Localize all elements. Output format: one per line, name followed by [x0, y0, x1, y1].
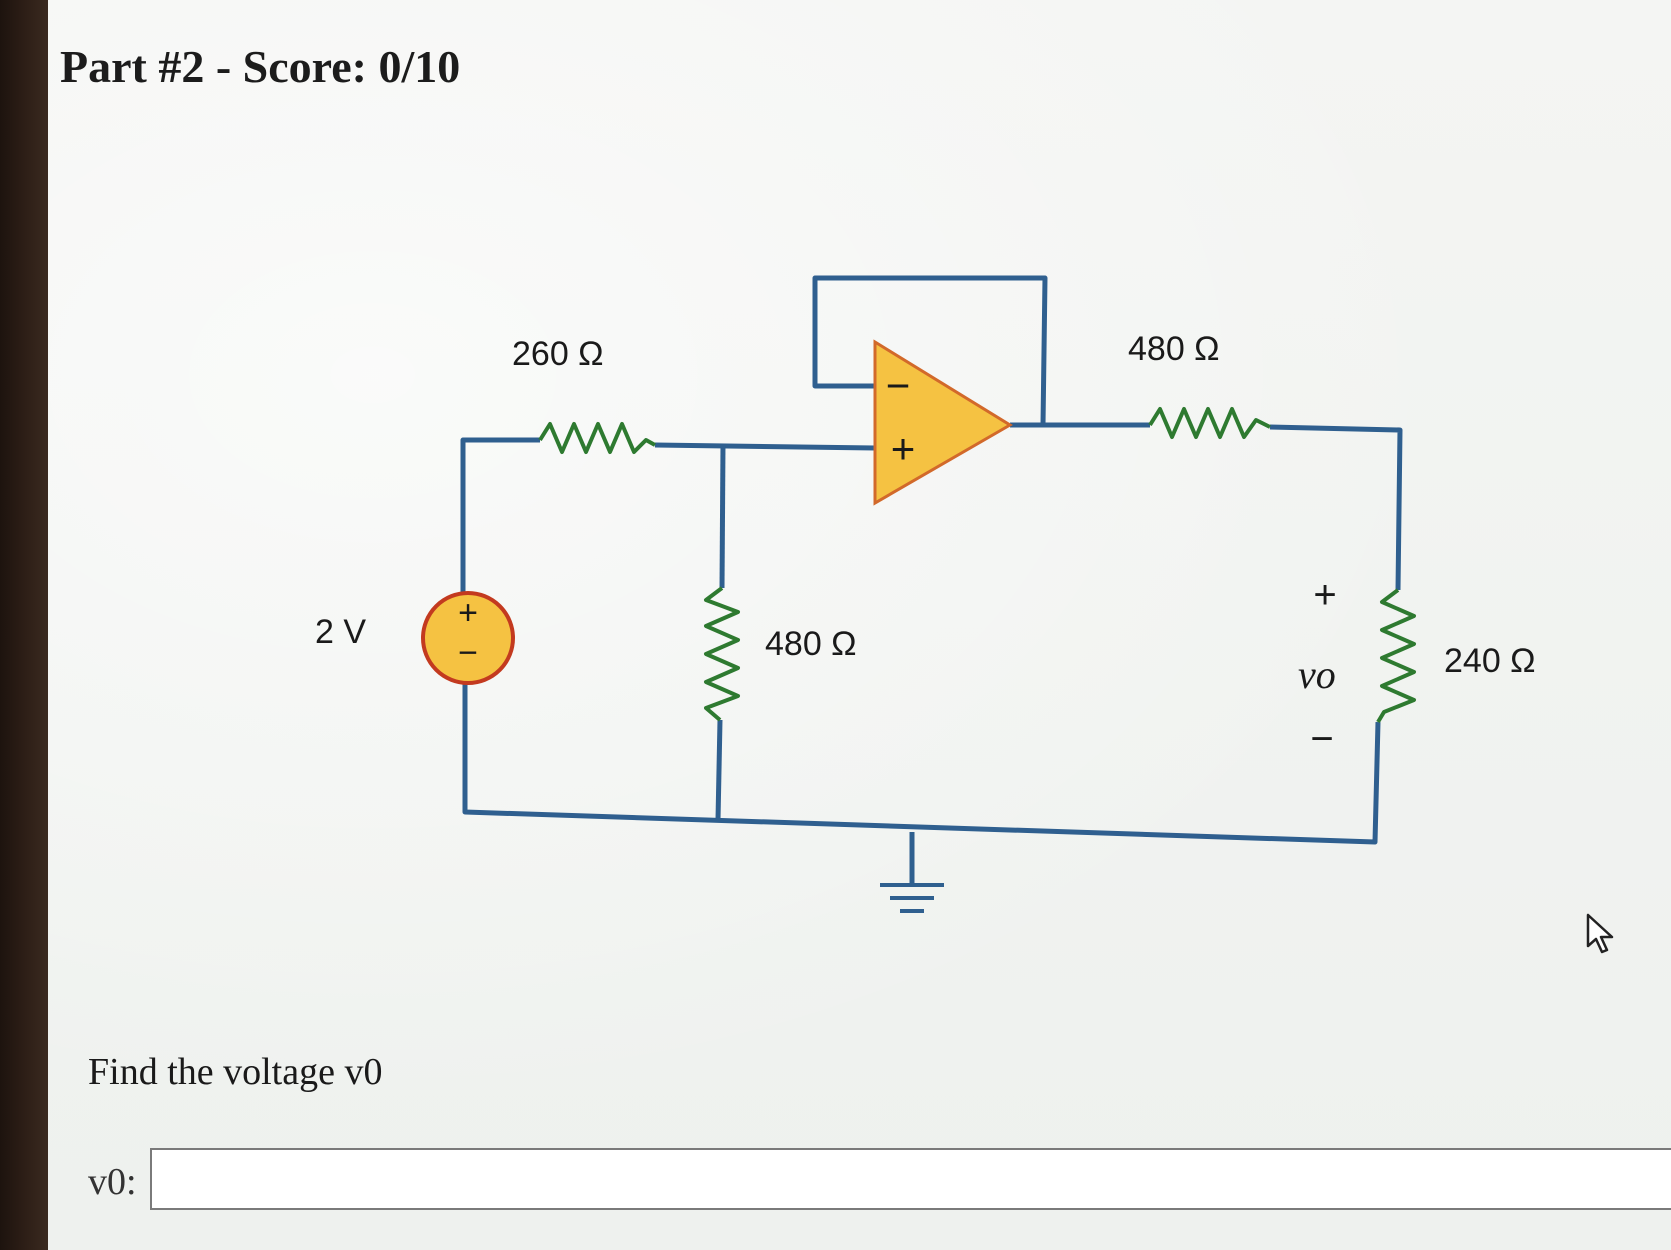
- source-minus-sign: −: [458, 634, 478, 672]
- screen-area: [48, 0, 1671, 1250]
- answer-label: v0:: [88, 1161, 137, 1203]
- opamp-noninverting-sign: +: [891, 425, 916, 472]
- resistor-240-label: 240 Ω: [1444, 642, 1536, 680]
- source-voltage-label: 2 V: [315, 613, 366, 651]
- ground-icon: [880, 883, 944, 913]
- op-amp: [873, 339, 1013, 506]
- wire-shunt-top: [719, 443, 726, 589]
- wire-feedback-loop: [812, 275, 1048, 426]
- opamp-inverting-sign: −: [886, 362, 911, 409]
- vo-answer-input[interactable]: [150, 1148, 1671, 1210]
- question-prompt: Find the voltage v0: [88, 1051, 383, 1093]
- resistor-480-shunt-label: 480 Ω: [765, 625, 857, 663]
- wire-right-top: [1269, 424, 1403, 591]
- source-plus-sign: +: [458, 594, 478, 632]
- wire-shunt-bottom: [715, 719, 723, 821]
- mouse-pointer-icon: [1586, 913, 1614, 954]
- vo-label: vo: [1298, 652, 1336, 697]
- resistor-260-label: 260 Ω: [512, 335, 604, 373]
- resistor-480-output-label: 480 Ω: [1128, 330, 1220, 368]
- part-score-header: Part #2 - Score: 0/10: [60, 41, 461, 92]
- monitor-bezel: [0, 0, 48, 1250]
- vo-plus-sign: +: [1313, 573, 1336, 617]
- resistor-480-output: [1148, 407, 1271, 439]
- resistor-480-shunt: [704, 586, 740, 722]
- resistor-240-load: [1376, 588, 1416, 724]
- wire-left-top: [460, 437, 540, 610]
- wire-left-bottom: [462, 665, 1381, 845]
- resistor-260: [538, 422, 656, 454]
- wire-mid-top: [654, 442, 876, 451]
- voltage-source: [421, 591, 515, 685]
- vo-minus-sign: −: [1310, 717, 1333, 761]
